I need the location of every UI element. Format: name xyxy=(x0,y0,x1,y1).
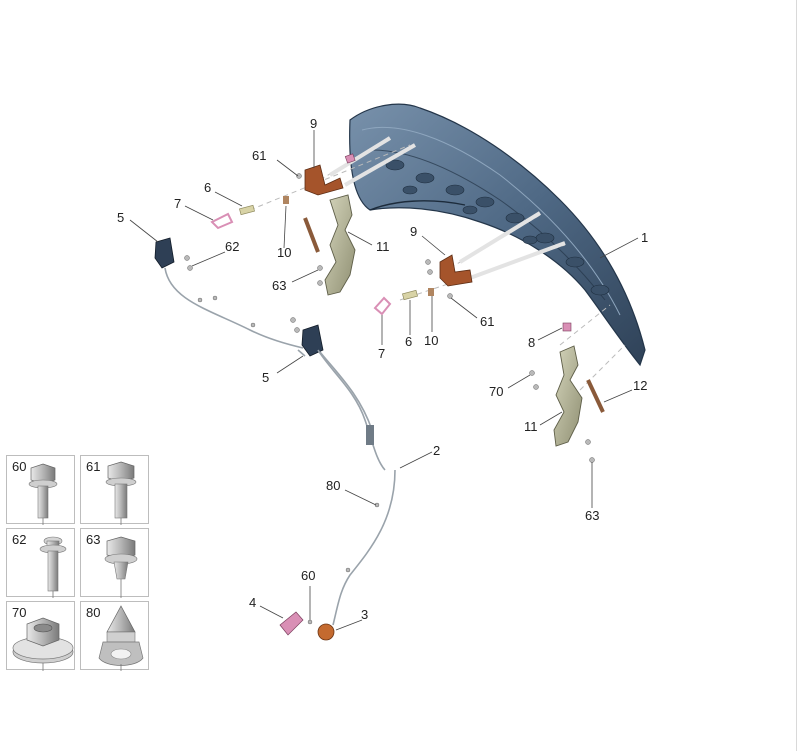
callout-4: 4 xyxy=(249,595,257,610)
legend-cell-61: 61 xyxy=(80,455,149,525)
latch-icon xyxy=(154,237,324,357)
page-edge xyxy=(796,0,797,751)
legend-label-80: 80 xyxy=(86,605,101,620)
legend-label-70: 70 xyxy=(12,605,27,620)
callout-11-left: 11 xyxy=(376,239,390,254)
callout-9-upper: 9 xyxy=(310,116,318,131)
callout-62: 62 xyxy=(225,239,240,254)
hinge-right-icon xyxy=(553,345,583,447)
hinge-left-icon xyxy=(324,194,356,296)
callout-7-right: 7 xyxy=(378,346,386,361)
legend-cell-62: 62 xyxy=(6,528,75,598)
callout-5-left: 5 xyxy=(117,210,125,225)
legend-label-61: 61 xyxy=(86,459,101,474)
callout-12: 12 xyxy=(633,378,648,393)
nut-70-icon xyxy=(12,617,74,671)
clip-80-icon xyxy=(98,605,144,671)
release-cable-icon xyxy=(164,267,396,626)
bracket-icon xyxy=(304,153,572,332)
callout-2: 2 xyxy=(433,443,441,458)
release-handle-icon xyxy=(279,611,335,641)
bolt-61-icon xyxy=(105,461,137,525)
callout-9-lower: 9 xyxy=(410,224,418,239)
callout-6-right: 6 xyxy=(405,334,413,349)
callout-70: 70 xyxy=(489,384,504,399)
plate-icon xyxy=(239,204,418,301)
callout-63-left: 63 xyxy=(272,278,287,293)
legend-cell-80: 80 xyxy=(80,601,149,671)
legend-cell-70: 70 xyxy=(6,601,75,671)
callout-8: 8 xyxy=(528,335,536,350)
callout-11-right: 11 xyxy=(524,419,538,434)
pink-loop-icon xyxy=(210,212,392,316)
legend-label-60: 60 xyxy=(12,459,27,474)
callout-80: 80 xyxy=(326,478,341,493)
bolt-63-icon xyxy=(104,536,138,598)
hood-panel-icon xyxy=(349,103,646,367)
callout-1: 1 xyxy=(641,230,649,245)
legend-cell-60: 60 xyxy=(6,455,75,525)
leader-lines xyxy=(129,130,639,631)
bolt-62-icon xyxy=(39,536,67,598)
callout-6-left: 6 xyxy=(204,180,212,195)
cable-sleeve-icon xyxy=(366,425,374,445)
callout-10-right: 10 xyxy=(424,333,439,348)
gas-strut-icon xyxy=(283,196,605,413)
callout-61-upper: 61 xyxy=(252,148,267,163)
bolt-60-icon xyxy=(28,463,58,525)
legend-label-62: 62 xyxy=(12,532,27,547)
callout-3: 3 xyxy=(361,607,369,622)
callout-5-center: 5 xyxy=(262,370,270,385)
callout-63-bottom: 63 xyxy=(585,508,600,523)
callout-61-lower: 61 xyxy=(480,314,495,329)
small-bolt-icon xyxy=(184,173,595,625)
callout-60: 60 xyxy=(301,568,316,583)
legend-cell-63: 63 xyxy=(80,528,149,598)
white-guides xyxy=(328,136,566,280)
callout-7-left: 7 xyxy=(174,196,182,211)
legend-label-63: 63 xyxy=(86,532,101,547)
callout-10-left: 10 xyxy=(277,245,292,260)
